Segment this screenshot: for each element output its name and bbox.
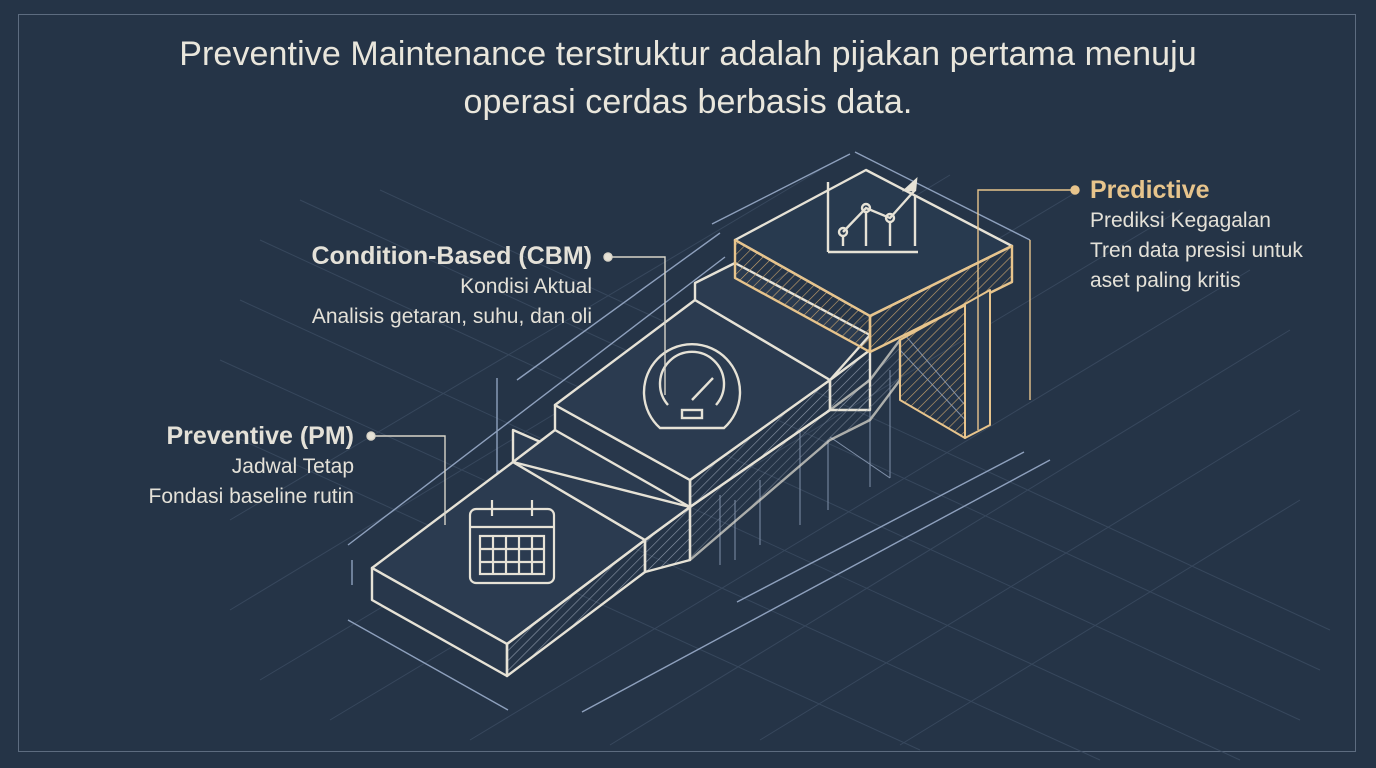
callout-predictive: Predictive Prediksi Kegagalan Tren data … xyxy=(1090,174,1303,296)
callout-preventive: Preventive (PM) Jadwal Tetap Fondasi bas… xyxy=(149,420,354,512)
headline-line-2: operasi cerdas berbasis data. xyxy=(463,83,913,121)
predictive-description-1: Tren data presisi untuk xyxy=(1090,239,1303,262)
predictive-description-2: aset paling kritis xyxy=(1090,269,1241,292)
callout-condition-based: Condition-Based (CBM) Kondisi Aktual Ana… xyxy=(311,240,592,332)
calendar-icon xyxy=(468,500,556,585)
pm-subtitle: Jadwal Tetap xyxy=(231,455,354,478)
cbm-title: Condition-Based (CBM) xyxy=(311,242,592,270)
gauge-icon xyxy=(642,343,742,430)
predictive-title: Predictive xyxy=(1090,176,1210,204)
cbm-subtitle: Kondisi Aktual xyxy=(460,275,592,298)
callout-leaders xyxy=(366,185,1080,525)
pm-title: Preventive (PM) xyxy=(166,422,354,450)
predictive-subtitle: Prediksi Kegagalan xyxy=(1090,209,1271,232)
headline-line-1: Preventive Maintenance terstruktur adala… xyxy=(179,35,1197,73)
pm-description: Fondasi baseline rutin xyxy=(148,485,354,508)
cbm-description: Analisis getaran, suhu, dan oli xyxy=(311,305,592,328)
headline: Preventive Maintenance terstruktur adala… xyxy=(0,30,1376,126)
trend-chart-icon xyxy=(826,177,918,254)
border-frame xyxy=(18,14,1356,752)
